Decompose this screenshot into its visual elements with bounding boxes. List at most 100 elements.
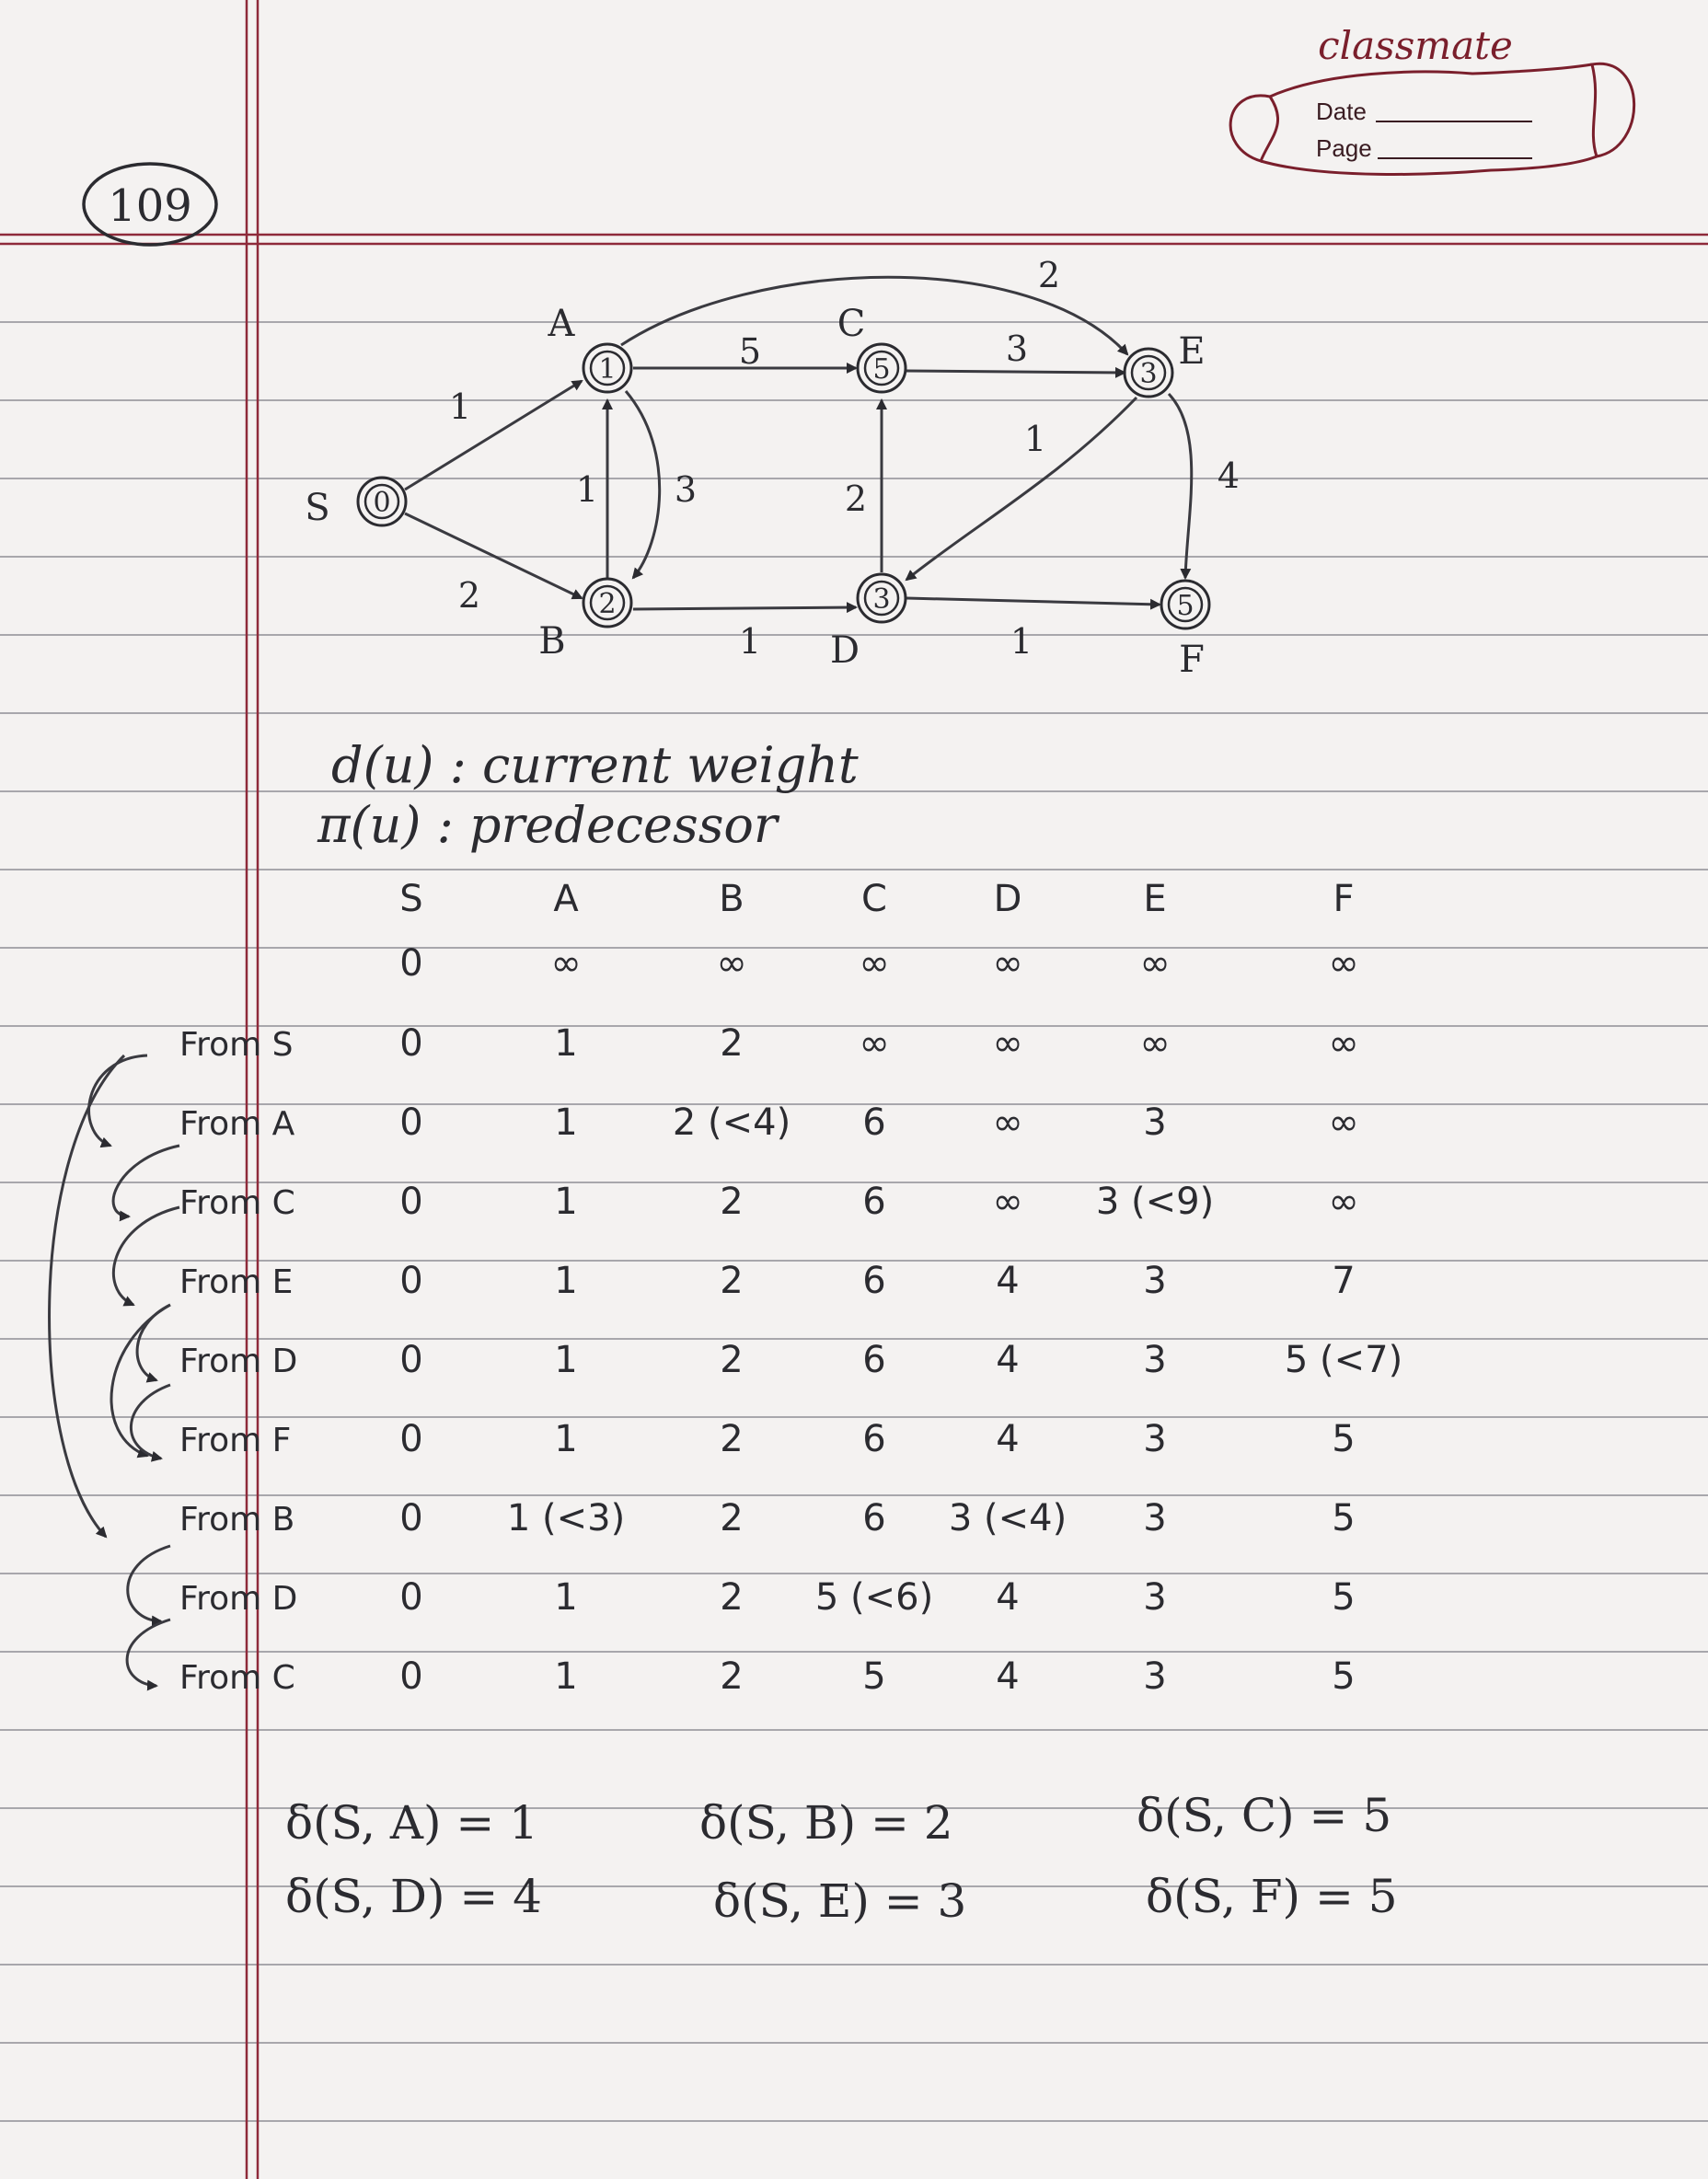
table-cell: 6 (862, 1101, 885, 1144)
node-value: 3 (872, 583, 890, 616)
table-cell: 6 (862, 1497, 885, 1539)
table-cell: 3 (1143, 1260, 1166, 1302)
table-cell: 2 (720, 1339, 743, 1381)
edge-a-e (620, 275, 1129, 356)
table-cell: 0 (399, 1576, 422, 1619)
definition-pi: π(u) : predecessor (317, 796, 780, 854)
node-value: 1 (598, 353, 616, 386)
table-cell: 2 (720, 1418, 743, 1460)
edge-weight-a-c: 5 (739, 331, 761, 372)
row-label: From D (179, 1580, 297, 1618)
table-cell: 6 (862, 1418, 885, 1460)
classmate-logo: classmate Date Page (1229, 23, 1636, 176)
table-cell: 6 (862, 1260, 885, 1302)
node-c: 5C (837, 303, 907, 394)
table-cell: 4 (996, 1418, 1019, 1460)
table-cell: ∞ (1328, 1181, 1358, 1223)
table-cell: 7 (1332, 1260, 1355, 1302)
node-label: F (1179, 639, 1205, 681)
table-cell: 2 (720, 1576, 743, 1619)
row-label: From C (179, 1659, 295, 1697)
table-cell: 3 (1143, 1655, 1166, 1698)
edge-e-f (1167, 392, 1194, 580)
node-label: C (837, 303, 866, 345)
edge-b-d (632, 602, 858, 614)
node-value: 3 (1139, 358, 1157, 390)
initial-cell: ∞ (550, 942, 581, 985)
table-cell: ∞ (992, 1022, 1022, 1065)
column-header-b: B (719, 878, 744, 920)
table-cell: 0 (399, 1339, 422, 1381)
margin-arrows (48, 1054, 180, 1691)
row-label: From C (179, 1184, 295, 1222)
table-cell: ∞ (1328, 1022, 1358, 1065)
table-cell: 1 (554, 1181, 577, 1223)
row-label: From E (179, 1263, 293, 1301)
row-label: From B (179, 1501, 294, 1539)
table-cell: 1 (554, 1576, 577, 1619)
table-cell: 3 (<9) (1096, 1181, 1214, 1223)
edge-weight-s-b: 2 (458, 575, 480, 616)
edge-e-d (905, 396, 1138, 582)
table-cell: 5 (<7) (1285, 1339, 1402, 1381)
column-header-f: F (1333, 878, 1354, 920)
edge-weight-a-e: 2 (1038, 255, 1060, 295)
column-header-d: D (994, 878, 1022, 920)
margin-rule (245, 0, 260, 2179)
edge-weight-d-c: 2 (845, 478, 867, 519)
column-header-e: E (1143, 878, 1166, 920)
node-value: 0 (373, 487, 390, 519)
node-value: 5 (872, 353, 890, 386)
table-cell: 2 (720, 1022, 743, 1065)
table-cell: ∞ (992, 1101, 1022, 1144)
initial-cell: 0 (399, 942, 422, 985)
table-cell: 4 (996, 1339, 1019, 1381)
table-cell: 5 (862, 1655, 885, 1698)
table-cell: ∞ (859, 1022, 889, 1065)
node-label: E (1178, 330, 1205, 373)
node-b: 2B (538, 577, 633, 663)
table-cell: 1 (554, 1101, 577, 1144)
table-cell: 0 (399, 1022, 422, 1065)
result-2: δ(S, B) = 2 (699, 1796, 953, 1850)
node-f: 5F (1160, 579, 1211, 681)
edge-weight-d-f: 1 (1010, 621, 1033, 662)
table-cell: 3 (<4) (949, 1497, 1067, 1539)
table-cell: 6 (862, 1339, 885, 1381)
table-cell: 5 (1332, 1497, 1355, 1539)
node-label: S (305, 487, 329, 529)
edge-weight-c-e: 3 (1006, 329, 1028, 369)
result-1: δ(S, A) = 1 (285, 1796, 538, 1850)
edge-s-b (404, 512, 583, 600)
result-4: δ(S, D) = 4 (285, 1870, 542, 1923)
edge-d-f (906, 596, 1161, 610)
node-label: A (548, 303, 576, 345)
table-cell: 2 (720, 1260, 743, 1302)
table-cell: 1 (554, 1655, 577, 1698)
table-cell: 5 (<6) (815, 1576, 933, 1619)
table-cell: 1 (<3) (507, 1497, 625, 1539)
row-label: From D (179, 1343, 297, 1380)
table-cell: 0 (399, 1101, 422, 1144)
table-cell: 0 (399, 1418, 422, 1460)
table-cell: 6 (862, 1181, 885, 1223)
date-label: Date (1316, 98, 1367, 125)
definitions: d(u) : current weight π(u) : predecessor (317, 736, 859, 854)
edge-weight-b-a: 1 (576, 469, 598, 510)
table-cell: 0 (399, 1260, 422, 1302)
table-cell: 0 (399, 1655, 422, 1698)
column-header-s: S (399, 878, 422, 920)
table-cell: 4 (996, 1576, 1019, 1619)
table-cell: 1 (554, 1418, 577, 1460)
result-6: δ(S, F) = 5 (1146, 1870, 1398, 1923)
edge-c-e (906, 366, 1126, 378)
table-cell: 1 (554, 1260, 577, 1302)
initial-cell: ∞ (716, 942, 746, 985)
edge-weight-a-b: 3 (675, 469, 697, 510)
table-cell: ∞ (1328, 1101, 1358, 1144)
definition-d: d(u) : current weight (331, 736, 859, 794)
brand-name: classmate (1318, 23, 1513, 68)
